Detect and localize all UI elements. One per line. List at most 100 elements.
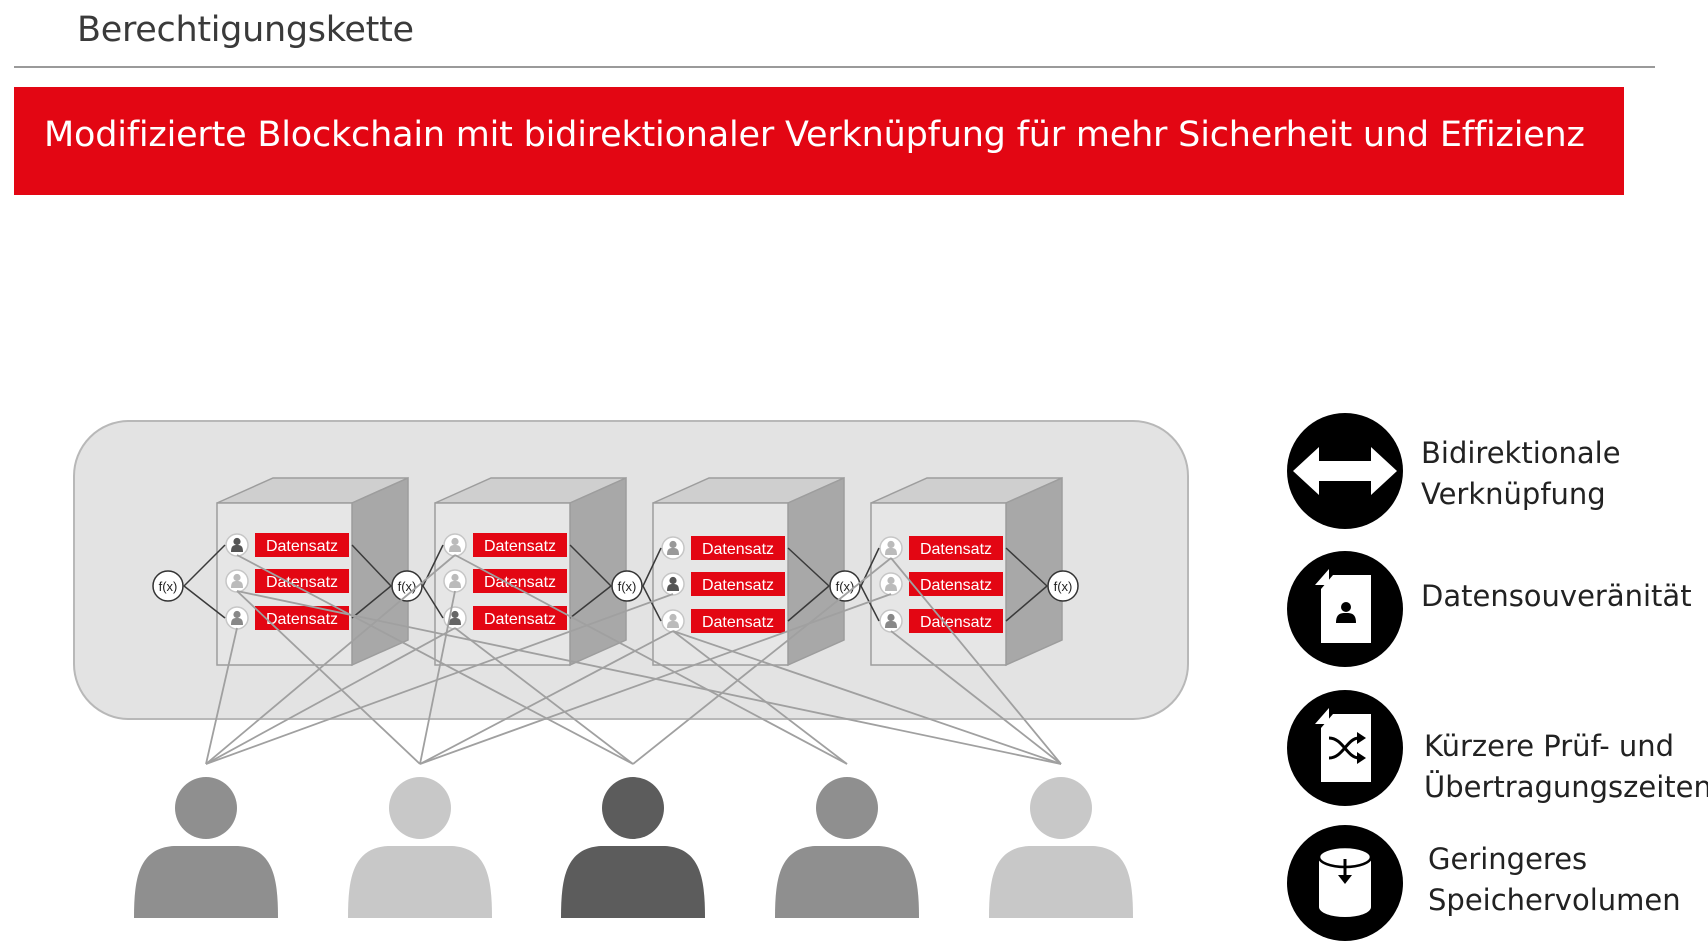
- function-label: f(x): [618, 579, 637, 594]
- user-body: [989, 846, 1133, 918]
- legend-label-data-sovereignty: Datensouveränität: [1421, 579, 1692, 613]
- function-label: f(x): [836, 579, 855, 594]
- users-layer: [134, 777, 1133, 918]
- user-3-icon: [561, 777, 705, 918]
- user-record-link: [205, 554, 456, 765]
- chain-link: [569, 544, 612, 587]
- storage-cylinder-icon: [1287, 825, 1403, 941]
- document-user-icon: [1287, 551, 1403, 667]
- chain-link: [787, 585, 830, 622]
- chain-link: [860, 585, 880, 622]
- chain-link: [183, 585, 226, 619]
- record-owner-icon: [879, 572, 903, 596]
- chain-link: [422, 585, 444, 619]
- record-label: Datensatz: [266, 611, 338, 628]
- user-head: [816, 777, 878, 839]
- record-owner-icon: [225, 533, 249, 557]
- record-label: Datensatz: [920, 577, 992, 594]
- function-nodes-layer: f(x) f(x) f(x) f(x) f(x): [152, 570, 1079, 602]
- user-body: [561, 846, 705, 918]
- chain-links-layer: [183, 544, 1048, 622]
- header-divider: [14, 66, 1655, 68]
- chain-link: [787, 547, 830, 587]
- record-box: [473, 533, 567, 557]
- user-record-link: [205, 627, 238, 765]
- record-label: Datensatz: [484, 611, 556, 628]
- record-label: Datensatz: [266, 538, 338, 555]
- page-title: Berechtigungskette: [77, 10, 414, 50]
- legend-label-storage: Geringeres Speichervolumen: [1428, 842, 1681, 917]
- function-node-1: f(x): [152, 570, 184, 602]
- record-box: [473, 606, 567, 630]
- block-side: [351, 476, 409, 667]
- record-owner-icon: [879, 536, 903, 560]
- user-record-link: [236, 590, 1062, 765]
- record-label: Datensatz: [484, 574, 556, 591]
- legend-label-bidirectional: Bidirektionale Verknüpfung: [1421, 436, 1621, 511]
- block-side: [1005, 476, 1063, 667]
- record-box: [909, 536, 1003, 560]
- user-head: [175, 777, 237, 839]
- user-record-link: [419, 590, 456, 765]
- record-label: Datensatz: [702, 577, 774, 594]
- headline-text: Modifizierte Blockchain mit bidirektiona…: [44, 115, 1585, 155]
- bidirectional-arrow-icon: [1287, 413, 1403, 529]
- record-owner-icon: [443, 533, 467, 557]
- record-owner-icon: [443, 606, 467, 630]
- record-owner-icon: [879, 609, 903, 633]
- record-owner-icon: [661, 609, 685, 633]
- user-2-icon: [348, 777, 492, 918]
- user-body: [348, 846, 492, 918]
- block-side: [569, 476, 627, 667]
- user-record-link: [205, 627, 456, 765]
- chain-link: [1005, 547, 1048, 587]
- record-owner-icon: [443, 569, 467, 593]
- chain-link: [642, 547, 662, 587]
- function-node-3: f(x): [611, 570, 643, 602]
- user-record-link: [454, 554, 848, 765]
- user-record-link: [890, 630, 1062, 765]
- user-body: [775, 846, 919, 918]
- record-label: Datensatz: [484, 538, 556, 555]
- user-links-layer: [205, 554, 1062, 765]
- user-record-link: [672, 630, 1062, 765]
- function-node-5: f(x): [1047, 570, 1079, 602]
- function-node-4: f(x): [829, 570, 861, 602]
- user-record-link: [236, 554, 634, 765]
- record-label: Datensatz: [920, 614, 992, 631]
- legend-icons-layer: [1287, 413, 1403, 941]
- user-head: [389, 777, 451, 839]
- user-record-link: [890, 557, 1062, 765]
- legend-label-shorter-times: Kürzere Prüf- und Übertragungszeiten: [1424, 729, 1708, 804]
- chain-link: [642, 585, 662, 622]
- user-record-link: [672, 630, 848, 765]
- record-box: [691, 536, 785, 560]
- record-owner-icon: [661, 572, 685, 596]
- block-side: [787, 476, 845, 667]
- function-label: f(x): [159, 579, 178, 594]
- user-head: [602, 777, 664, 839]
- record-owner-icon: [661, 536, 685, 560]
- chain-link: [351, 544, 392, 587]
- record-box: [691, 609, 785, 633]
- record-box: [909, 572, 1003, 596]
- chain-link: [351, 585, 392, 619]
- record-box: [691, 572, 785, 596]
- user-record-link: [454, 627, 634, 765]
- record-box: [255, 533, 349, 557]
- user-4-icon: [775, 777, 919, 918]
- record-label: Datensatz: [702, 541, 774, 558]
- blocks-layer: DatensatzDatensatzDatensatzDatensatzDate…: [216, 476, 1063, 667]
- headline-banner: Modifizierte Blockchain mit bidirektiona…: [14, 87, 1624, 195]
- user-5-icon: [989, 777, 1133, 918]
- shuffle-document-icon: [1287, 690, 1403, 806]
- user-1-icon: [134, 777, 278, 918]
- function-label: f(x): [398, 579, 417, 594]
- chain-link: [1005, 585, 1048, 622]
- record-owner-icon: [225, 569, 249, 593]
- record-box: [255, 606, 349, 630]
- user-body: [134, 846, 278, 918]
